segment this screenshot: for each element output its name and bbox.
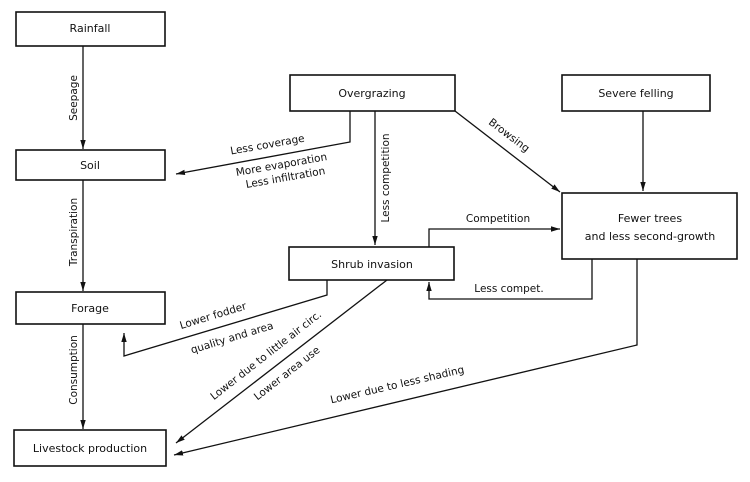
node-soil: Soil [15,149,166,181]
edge-less-competition-label: Less competition [380,133,392,222]
edge-lower-air-arrow [175,279,388,444]
node-shrub-invasion: Shrub invasion [288,246,455,281]
node-fewer-trees-line1: Fewer trees [618,212,682,225]
node-livestock-label: Livestock production [33,442,147,455]
node-fewer-trees: Fewer trees and less second-growth [561,192,738,260]
edge-competition-label: Competition [466,213,530,225]
edge-less-compet: Less compet. [426,259,593,300]
edge-less-coverage-label: Less coverage [229,133,305,158]
edge-lower-shading-arrow [173,259,638,456]
edge-browsing: Browsing [454,110,561,193]
node-soil-label: Soil [80,159,100,172]
edge-lower-fodder-label: Lower fodder [178,300,248,332]
edge-less-coverage: Less coverage More evaporation Less infi… [175,111,351,191]
edge-lower-shading: Lower due to less shading [173,259,638,456]
node-livestock-production: Livestock production [13,429,167,467]
node-shrub-label: Shrub invasion [331,258,413,271]
edge-seepage: Seepage [68,46,86,149]
edge-browsing-arrow [454,110,561,193]
edge-browsing-label: Browsing [486,116,532,154]
node-severe-felling-label: Severe felling [598,87,673,100]
edge-less-coverage-arrow [175,111,351,176]
edge-less-compet-label: Less compet. [474,283,543,295]
node-overgrazing-label: Overgrazing [338,87,405,100]
node-rainfall: Rainfall [15,11,166,47]
edge-less-compet-arrow [426,259,593,300]
edge-less-competition: Less competition [372,111,392,245]
edge-transpiration: Transpiration [68,180,86,291]
edge-lower-air-circ: Lower due to little air circ. Lower area… [175,279,388,444]
node-rainfall-label: Rainfall [70,22,111,35]
node-forage-label: Forage [71,302,109,315]
edge-lower-shading-label: Lower due to less shading [329,364,465,406]
edge-seepage-label: Seepage [68,75,80,121]
edge-competition-arrow [428,226,560,247]
node-fewer-trees-line2: and less second-growth [585,230,715,243]
edge-competition: Competition [428,213,560,247]
node-overgrazing: Overgrazing [289,74,456,112]
edge-transpiration-label: Transpiration [68,198,80,267]
node-severe-felling: Severe felling [561,74,711,112]
node-forage: Forage [15,291,166,325]
edge-lower-fodder-arrow [121,280,328,357]
edge-consumption-label: Consumption [68,335,80,405]
edge-consumption: Consumption [68,324,86,429]
